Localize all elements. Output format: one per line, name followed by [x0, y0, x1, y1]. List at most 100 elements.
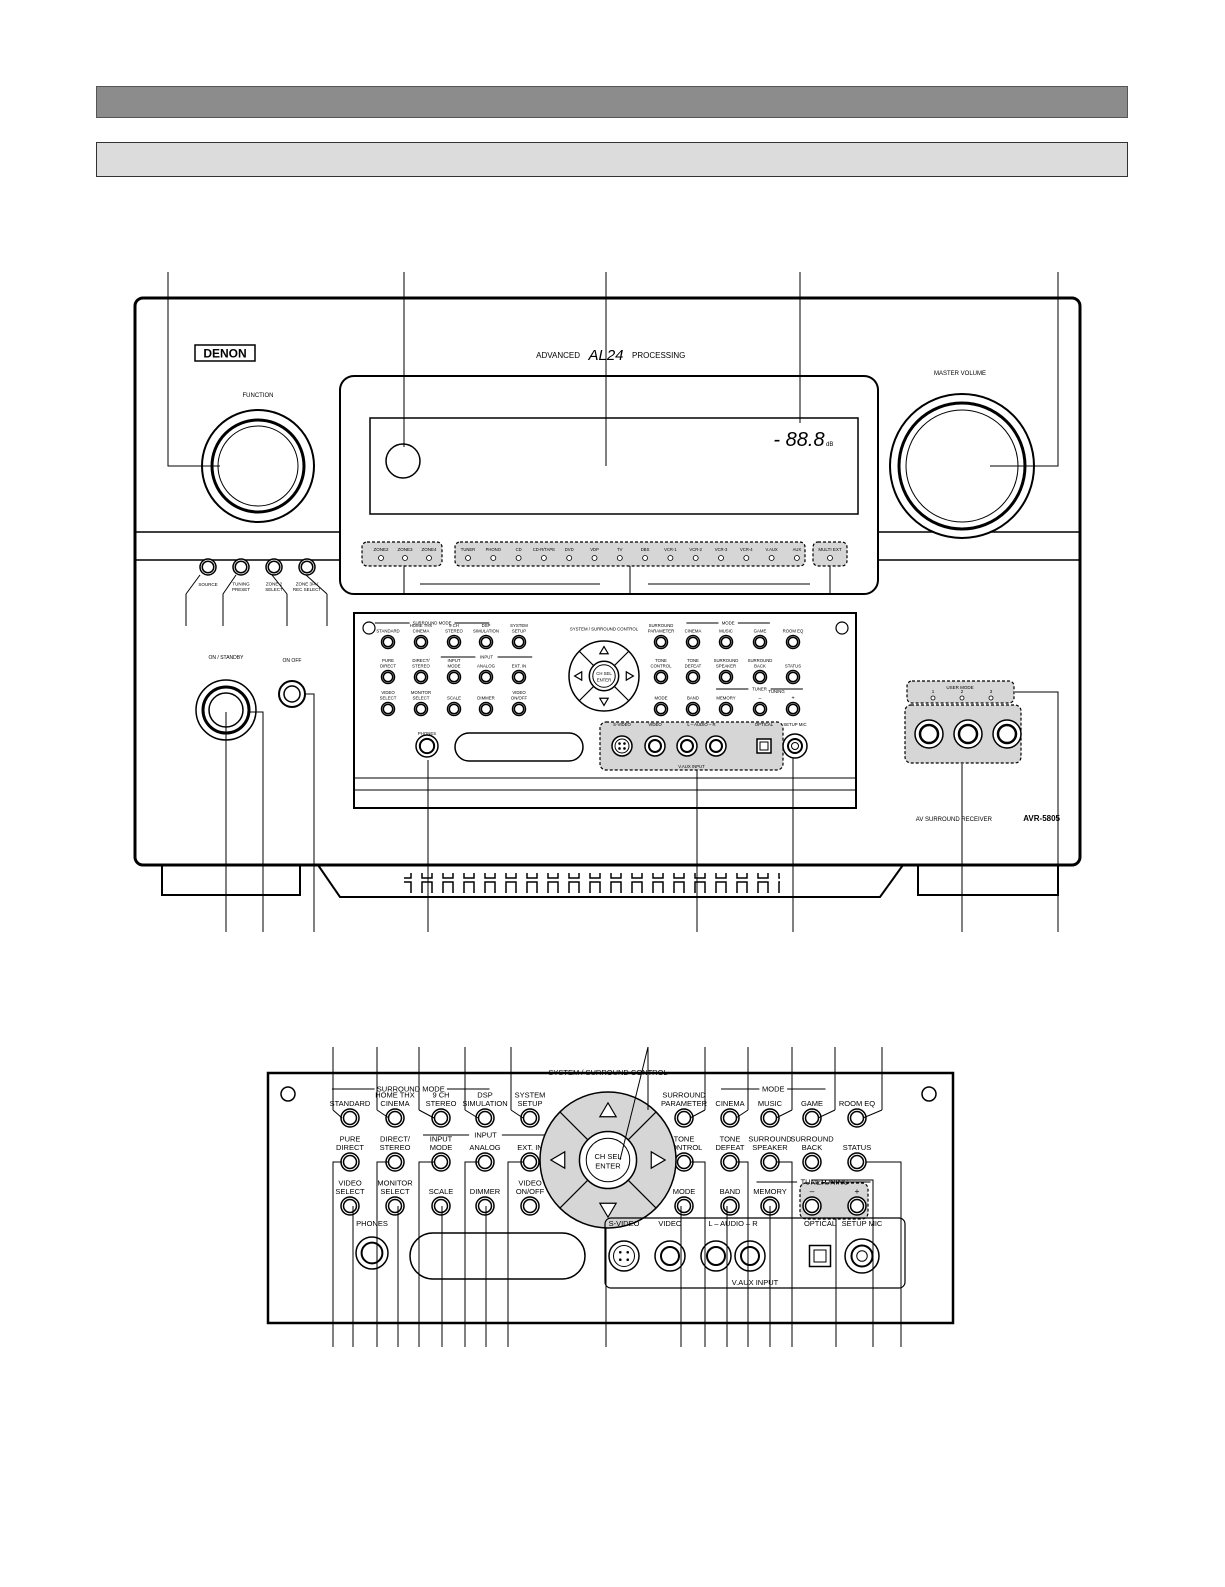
main-button-monitor-select[interactable] [413, 701, 429, 717]
main-setup-mic-jack[interactable] [782, 733, 808, 759]
main-phones-jack[interactable] [415, 734, 439, 758]
main-button-game-0[interactable] [752, 634, 768, 650]
detail-setup-mic-label: SETUP MIC [842, 1219, 883, 1228]
detail-phones-jack[interactable] [355, 1236, 389, 1270]
tuner-title: TUNER [752, 687, 767, 692]
main-button-tuning-up[interactable] [785, 701, 801, 717]
main-label-memory-2-line: MEMORY [716, 696, 735, 701]
main-label-monitor-select-line: SELECT [413, 696, 430, 701]
user-mode-button-1[interactable] [914, 719, 944, 749]
master-volume-knob[interactable] [889, 393, 1035, 539]
left-button-tuning-preset[interactable] [232, 558, 250, 576]
main-button-tuning-down[interactable] [752, 701, 768, 717]
main-button-video-on-off[interactable] [511, 701, 527, 717]
detail-v-aux-jack-3[interactable] [734, 1240, 766, 1272]
main-button-band-2[interactable] [685, 701, 701, 717]
detail-label-tone-control-1-line: CONTROL [666, 1143, 703, 1152]
detail-button-music-0[interactable] [760, 1108, 780, 1128]
detail-button-scale[interactable] [431, 1196, 451, 1216]
main-joystick-arrow-up[interactable] [598, 645, 610, 655]
main-button-music-0[interactable] [718, 634, 734, 650]
main-button-dsp-simulation[interactable] [478, 634, 494, 650]
main-button-home-thx-cinema[interactable] [413, 634, 429, 650]
detail-button-tuning-down[interactable] [802, 1196, 822, 1216]
detail-button-pure-direct[interactable] [340, 1152, 360, 1172]
detail-button-input-mode[interactable] [431, 1152, 451, 1172]
detail-button-video-on-off[interactable] [520, 1196, 540, 1216]
main-button-ext-in[interactable] [511, 669, 527, 685]
main-joystick-arrow-right[interactable] [625, 670, 635, 682]
left-button-zone-2-select[interactable] [265, 558, 283, 576]
detail-joystick-arrow-left[interactable] [549, 1150, 566, 1170]
main-v-aux-jack-1[interactable] [644, 735, 666, 757]
detail-label-room-eq-0-line: ROOM EQ [839, 1099, 875, 1108]
detail-button-system-setup[interactable] [520, 1108, 540, 1128]
main-button-room-eq-0[interactable] [785, 634, 801, 650]
main-label-analog-line: ANALOG [477, 664, 496, 669]
detail-button-direct-stereo[interactable] [385, 1152, 405, 1172]
main-button-direct-stereo[interactable] [413, 669, 429, 685]
detail-button-9-ch-stereo[interactable] [431, 1108, 451, 1128]
main-button-status-1[interactable] [785, 669, 801, 685]
detail-v-aux-label-s-video: S-VIDEO [609, 1219, 640, 1228]
main-v-aux-jack-3[interactable] [705, 735, 727, 757]
detail-button-dimmer[interactable] [475, 1196, 495, 1216]
detail-setup-mic-jack[interactable] [844, 1238, 880, 1274]
detail-button-monitor-select[interactable] [385, 1196, 405, 1216]
main-button-scale[interactable] [446, 701, 462, 717]
main-v-aux-jack-4[interactable] [756, 738, 772, 754]
detail-joystick-arrow-right[interactable] [650, 1150, 667, 1170]
detail-joystick-arrow-up[interactable] [598, 1101, 618, 1118]
detail-button-ext-in[interactable] [520, 1152, 540, 1172]
main-button-video-select[interactable] [380, 701, 396, 717]
main-button-surround-speaker-1[interactable] [718, 669, 734, 685]
detail-button-video-select[interactable] [340, 1196, 360, 1216]
main-button-mode-2[interactable] [653, 701, 669, 717]
detail-label-dimmer: DIMMER [470, 1187, 501, 1196]
main-button-analog[interactable] [478, 669, 494, 685]
detail-button-surround-back-1[interactable] [802, 1152, 822, 1172]
main-v-aux-jack-0[interactable] [611, 735, 633, 757]
detail-button-status-1[interactable] [847, 1152, 867, 1172]
detail-v-aux-jack-2[interactable] [700, 1240, 732, 1272]
detail-v-aux-jack-0[interactable] [608, 1240, 640, 1272]
main-button-tone-control-1[interactable] [653, 669, 669, 685]
main-button-input-mode[interactable] [446, 669, 462, 685]
detail-button-home-thx-cinema[interactable] [385, 1108, 405, 1128]
power-switch[interactable] [278, 680, 306, 708]
main-button-memory-2[interactable] [718, 701, 734, 717]
main-button-surround-back-1[interactable] [752, 669, 768, 685]
detail-button-band-2[interactable] [720, 1196, 740, 1216]
detail-button-mode-2[interactable] [674, 1196, 694, 1216]
left-button-zone-3-4-rec-select[interactable] [298, 558, 316, 576]
detail-button-tuning-up[interactable] [847, 1196, 867, 1216]
user-mode-title: USER MODE [946, 685, 973, 690]
main-v-aux-jack-2[interactable] [676, 735, 698, 757]
left-button-source[interactable] [199, 558, 217, 576]
main-joystick-arrow-left[interactable] [573, 670, 583, 682]
main-button-9-ch-stereo[interactable] [446, 634, 462, 650]
main-button-dimmer[interactable] [478, 701, 494, 717]
user-mode-button-2[interactable] [953, 719, 983, 749]
detail-button-analog[interactable] [475, 1152, 495, 1172]
zone-led-zone3 [402, 555, 408, 561]
detail-button-dsp-simulation[interactable] [475, 1108, 495, 1128]
main-button-tone-defeat-1[interactable] [685, 669, 701, 685]
detail-button-surround-parameter-0[interactable] [674, 1108, 694, 1128]
detail-button-room-eq-0[interactable] [847, 1108, 867, 1128]
main-button-cinema-0[interactable] [685, 634, 701, 650]
main-button-standard[interactable] [380, 634, 396, 650]
main-joystick-arrow-down[interactable] [598, 697, 610, 707]
main-button-system-setup[interactable] [511, 634, 527, 650]
main-button-pure-direct[interactable] [380, 669, 396, 685]
detail-button-standard[interactable] [340, 1108, 360, 1128]
detail-button-cinema-0[interactable] [720, 1108, 740, 1128]
detail-v-aux-jack-1[interactable] [654, 1240, 686, 1272]
detail-label-tuning-up: + [855, 1186, 860, 1196]
detail-v-aux-jack-4[interactable] [808, 1244, 832, 1268]
detail-button-game-0[interactable] [802, 1108, 822, 1128]
main-button-surround-parameter-0[interactable] [653, 634, 669, 650]
user-mode-button-3[interactable] [992, 719, 1022, 749]
source-label-dvd: DVD [565, 547, 574, 552]
detail-joystick-arrow-down[interactable] [598, 1202, 618, 1219]
